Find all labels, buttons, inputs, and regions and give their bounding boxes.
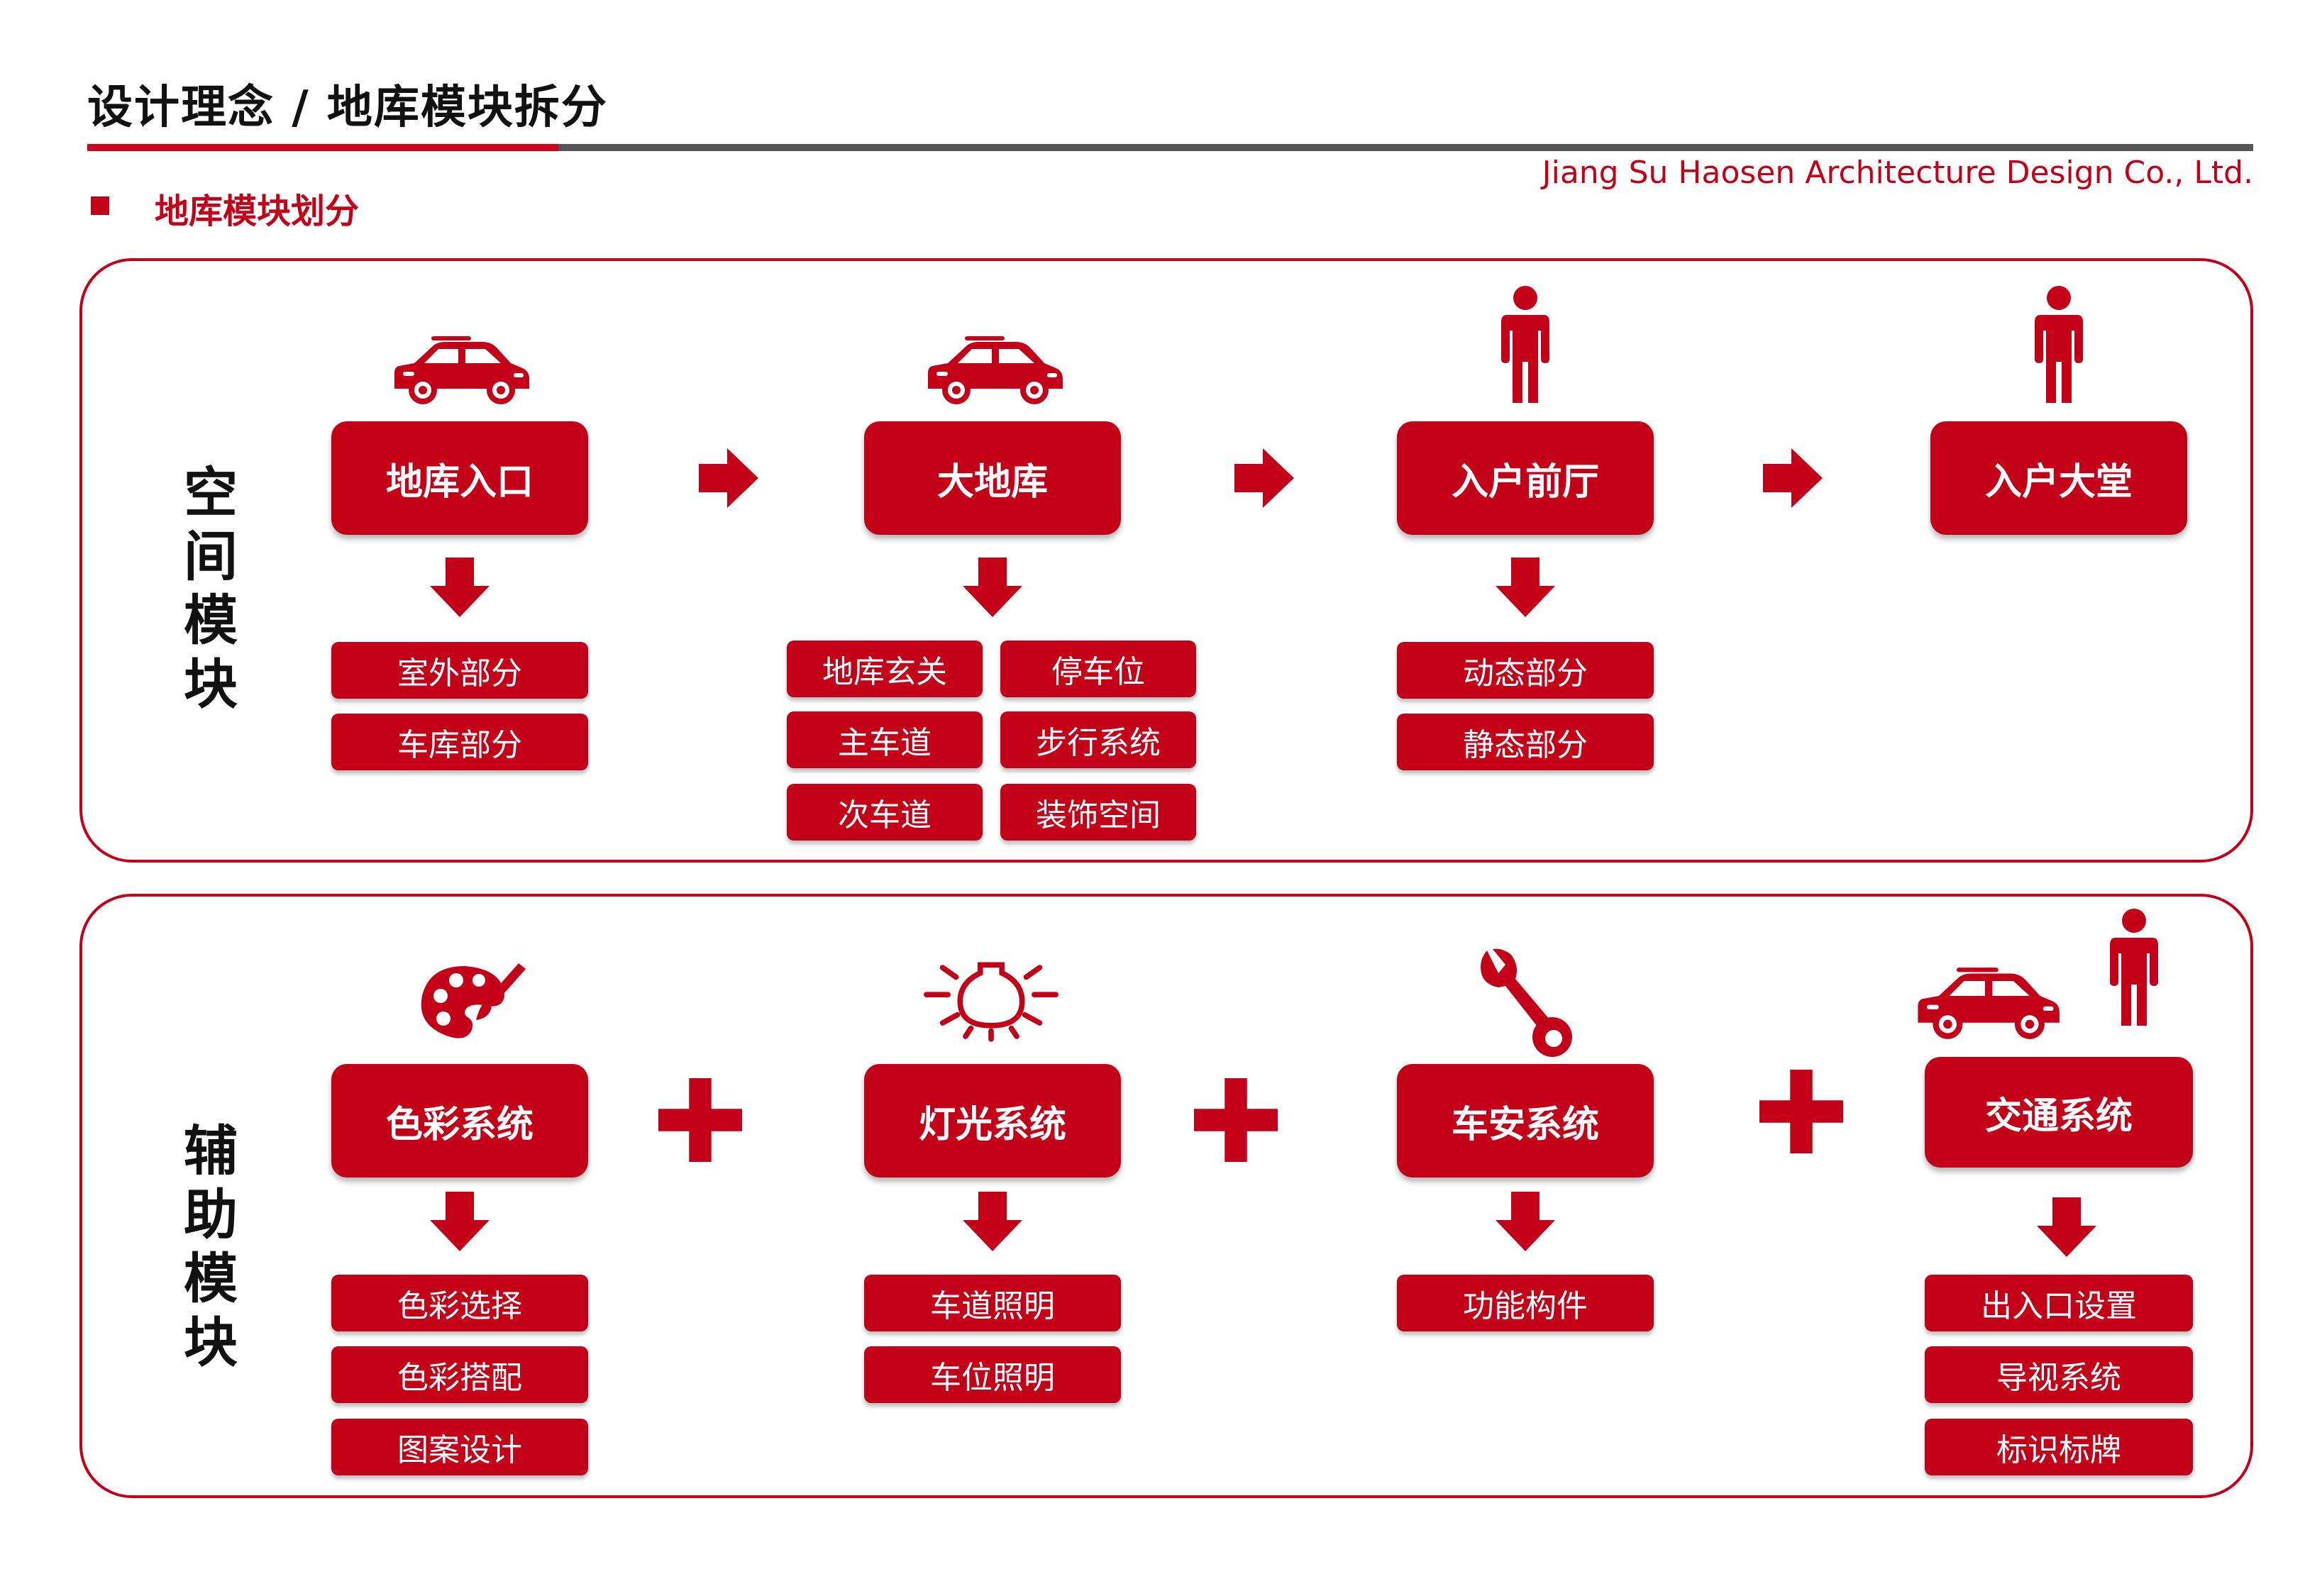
stage-main-garage: 大地库 — [864, 421, 1121, 535]
lightbulb-icon — [924, 951, 1058, 1043]
stage-vehicle-safety-system: 车安系统 — [1397, 1064, 1654, 1177]
space-label-char: 块 — [184, 653, 238, 716]
plus-icon — [1759, 1070, 1843, 1153]
stage-color-system: 色彩系统 — [331, 1064, 588, 1177]
item-garage-part: 车库部分 — [331, 714, 588, 770]
space-label-char: 模 — [184, 589, 238, 652]
car-icon — [922, 335, 1064, 406]
arrow-down-icon — [1496, 558, 1555, 617]
arrow-down-icon — [430, 1192, 490, 1251]
wrench-icon — [1474, 945, 1574, 1058]
page-title: 设计理念 / 地库模块拆分 — [87, 82, 608, 134]
person-icon — [2106, 908, 2162, 1029]
item-parking-space: 停车位 — [1000, 641, 1196, 697]
item-color-selection: 色彩选择 — [331, 1275, 588, 1331]
stage-lighting-system: 灯光系统 — [864, 1064, 1121, 1177]
item-pedestrian-system: 步行系统 — [1000, 711, 1196, 768]
item-functional-components: 功能构件 — [1397, 1275, 1654, 1331]
item-outdoor-part: 室外部分 — [331, 642, 588, 699]
item-signage: 标识标牌 — [1925, 1419, 2193, 1475]
stage-entry-vestibule: 入户前厅 — [1397, 421, 1654, 535]
space-module-label: 空 间 模 块 — [179, 461, 243, 716]
item-parking-lighting: 车位照明 — [864, 1346, 1121, 1403]
person-icon — [2030, 285, 2087, 406]
stage-traffic-system: 交通系统 — [1925, 1057, 2193, 1168]
item-color-matching: 色彩搭配 — [331, 1346, 588, 1403]
aux-label-char: 块 — [184, 1311, 238, 1374]
company-name: Jiang Su Haosen Architecture Design Co.,… — [1542, 155, 2253, 191]
item-main-driveway: 主车道 — [787, 711, 983, 768]
plus-icon — [1194, 1078, 1278, 1162]
space-module-panel — [79, 258, 2253, 863]
arrow-down-icon — [430, 558, 490, 617]
palette-icon — [415, 959, 529, 1044]
aux-module-label: 辅 助 模 块 — [179, 1119, 243, 1375]
arrow-down-icon — [2037, 1197, 2096, 1257]
header-rule-accent — [87, 144, 558, 151]
stage-entry-lobby: 入户大堂 — [1930, 421, 2187, 535]
arrow-right-icon — [699, 448, 758, 508]
arrow-down-icon — [963, 558, 1022, 617]
item-dynamic-part: 动态部分 — [1397, 642, 1654, 699]
car-icon — [389, 335, 531, 406]
car-icon — [1912, 966, 2061, 1041]
item-static-part: 静态部分 — [1397, 714, 1654, 770]
aux-label-char: 辅 — [184, 1119, 238, 1182]
item-wayfinding-system: 导视系统 — [1925, 1346, 2193, 1403]
item-decorative-space: 装饰空间 — [1000, 784, 1196, 841]
header-rule — [87, 144, 2253, 151]
stage-garage-entrance: 地库入口 — [331, 421, 588, 535]
plus-icon — [658, 1078, 742, 1162]
arrow-right-icon — [1763, 448, 1823, 508]
space-label-char: 间 — [184, 525, 238, 588]
item-secondary-driveway: 次车道 — [787, 784, 983, 841]
item-entrance-exit-setup: 出入口设置 — [1925, 1275, 2193, 1331]
aux-module-panel — [79, 894, 2253, 1498]
arrow-down-icon — [1496, 1192, 1555, 1251]
section-title: 地库模块划分 — [155, 192, 360, 231]
item-garage-foyer: 地库玄关 — [787, 641, 983, 697]
aux-label-char: 模 — [184, 1247, 238, 1310]
arrow-right-icon — [1234, 448, 1294, 508]
item-pattern-design: 图案设计 — [331, 1419, 588, 1475]
section-bullet-icon — [91, 196, 109, 215]
arrow-down-icon — [963, 1192, 1022, 1251]
item-driveway-lighting: 车道照明 — [864, 1275, 1121, 1331]
aux-label-char: 助 — [184, 1183, 238, 1246]
space-label-char: 空 — [184, 461, 238, 524]
person-icon — [1497, 285, 1554, 406]
